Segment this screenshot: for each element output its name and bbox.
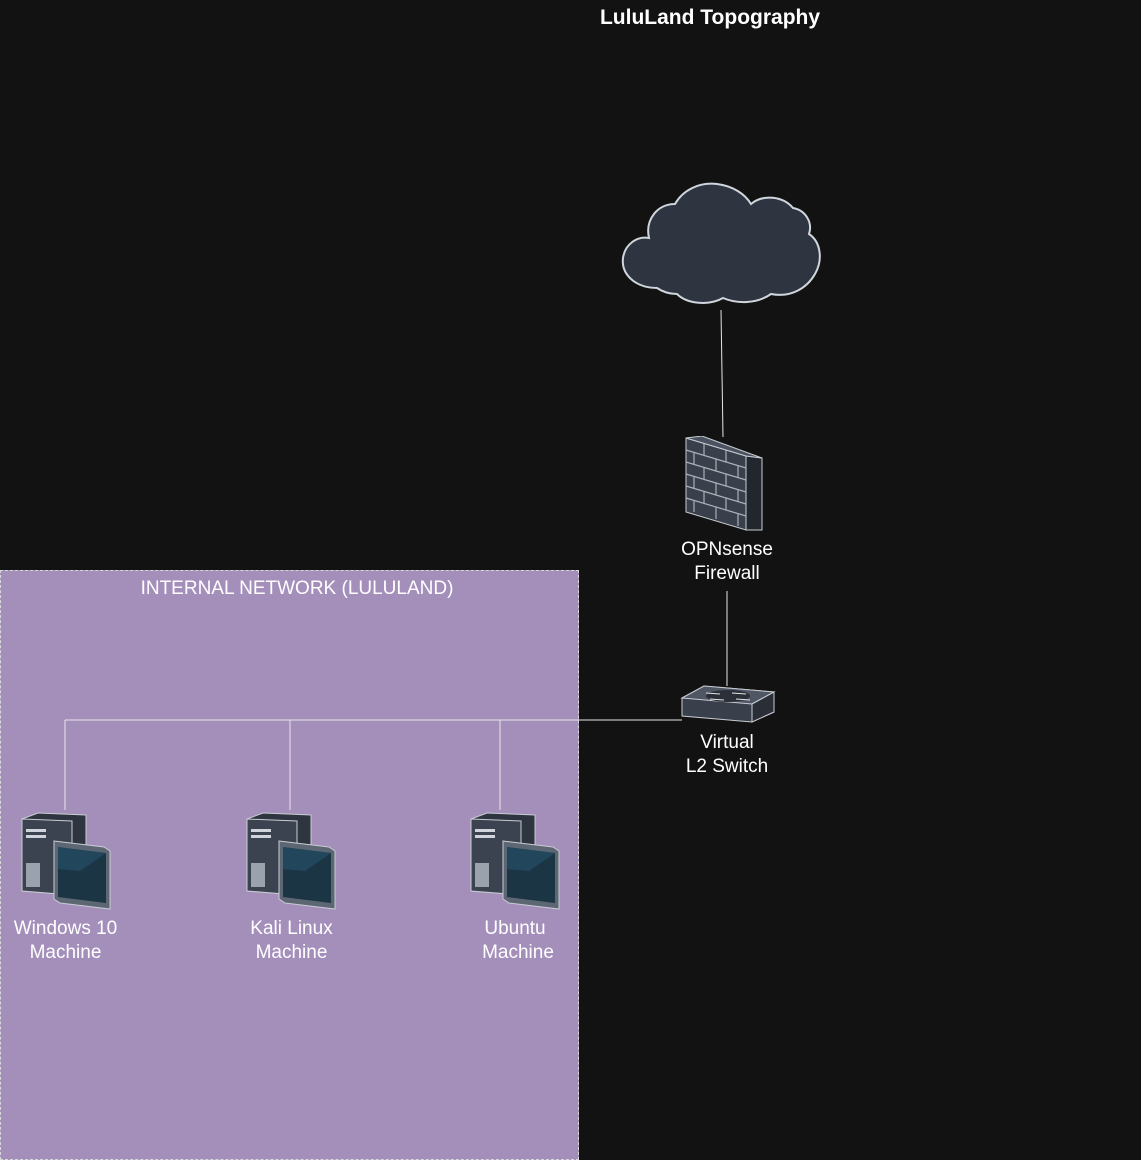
link-internet-firewall <box>720 309 724 438</box>
network-switch-icon <box>680 685 776 723</box>
windows-machine-label: Windows 10 Machine <box>13 918 118 963</box>
desktop-computer-icon <box>470 812 560 910</box>
desktop-computer-icon <box>21 812 111 910</box>
internal-network-label: INTERNAL NETWORK (LULULAND) <box>140 578 454 599</box>
desktop-computer-icon <box>246 812 336 910</box>
kali-machine-label: Kali Linux Machine <box>250 918 333 963</box>
diagram-title: LuluLand Topography <box>599 6 821 29</box>
firewall-label: OPNsense Firewall <box>681 539 773 584</box>
cloud-icon <box>621 182 821 304</box>
brick-firewall-icon <box>685 436 763 531</box>
ubuntu-machine-label: Ubuntu Machine <box>482 918 554 963</box>
switch-label: Virtual L2 Switch <box>685 732 769 777</box>
